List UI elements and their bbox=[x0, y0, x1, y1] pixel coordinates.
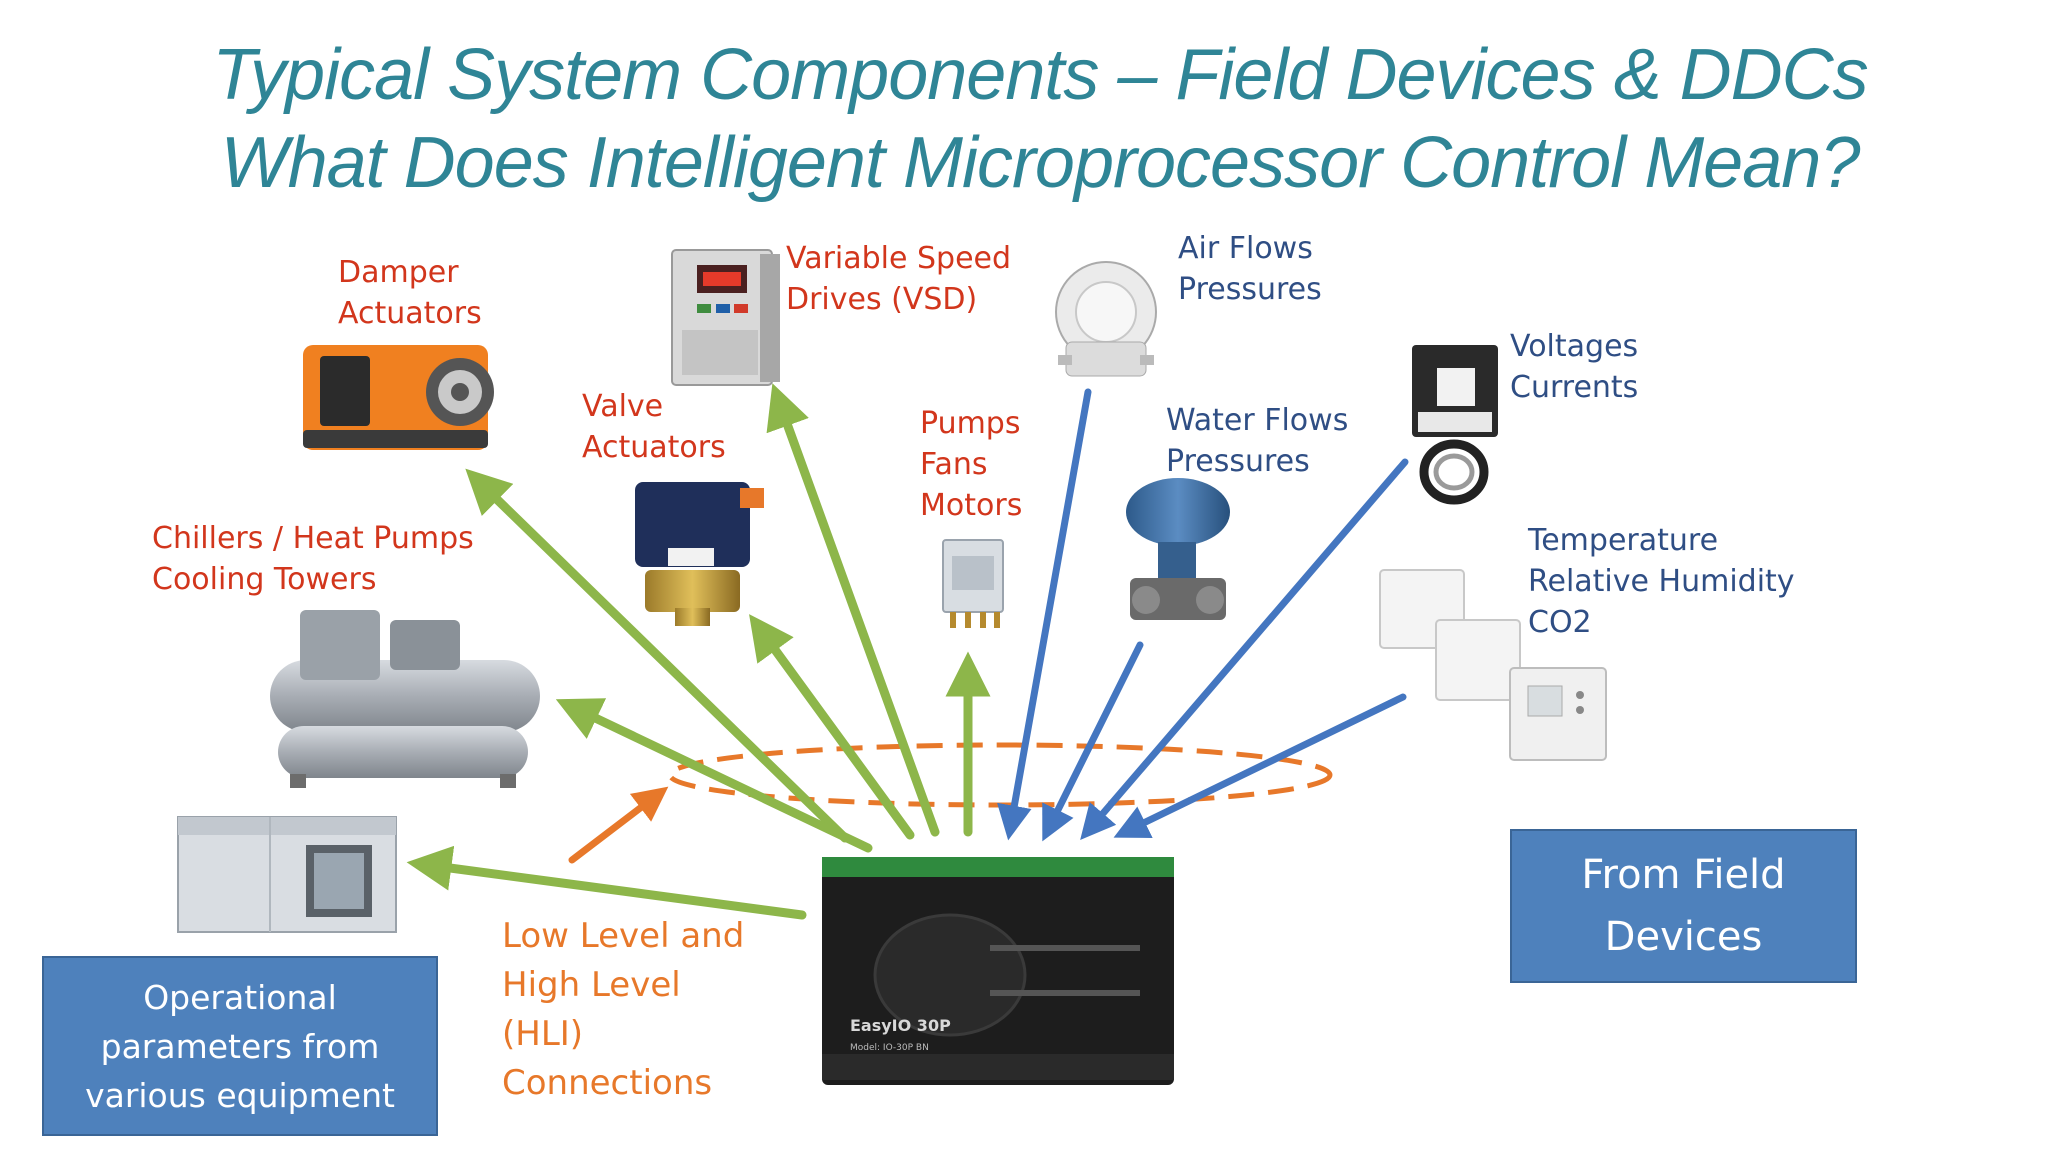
controller-model: Model: IO-30P BN bbox=[850, 1043, 929, 1053]
ddc-controller-image: EasyIO 30P Model: IO-30P BN bbox=[822, 857, 1174, 1085]
title-line-2: What Does Intelligent Microprocessor Con… bbox=[220, 123, 1861, 203]
arrow-to-vsd bbox=[766, 383, 940, 837]
arrow-to-damper bbox=[465, 468, 850, 843]
arrow-to-ahu bbox=[406, 845, 807, 920]
input-arrows bbox=[997, 388, 1409, 842]
hli-arrow bbox=[568, 786, 669, 864]
pressure-transmitter-image bbox=[1126, 478, 1230, 620]
vsd-image bbox=[671, 249, 780, 386]
air-handling-unit-image bbox=[177, 816, 397, 933]
arrow-to-chillers bbox=[555, 698, 873, 853]
damper-actuator-image bbox=[303, 345, 494, 450]
arrow-to-valve bbox=[749, 614, 915, 840]
room-sensors-image bbox=[1379, 569, 1607, 761]
arrow-from-air bbox=[997, 388, 1092, 841]
arrow-from-water bbox=[1042, 641, 1144, 842]
title-line-1: Typical System Components – Field Device… bbox=[212, 35, 1868, 115]
chiller-image bbox=[270, 610, 540, 788]
arrow-from-temperature bbox=[1113, 693, 1407, 839]
relay-image bbox=[942, 539, 1004, 628]
valve-actuator-image bbox=[635, 482, 764, 626]
air-pressure-sensor-image bbox=[1055, 261, 1157, 377]
arrow-from-voltages bbox=[1080, 458, 1409, 840]
current-transformer-image bbox=[1412, 345, 1498, 505]
controller-brand: EasyIO 30P bbox=[850, 1016, 951, 1035]
output-arrows bbox=[406, 383, 991, 920]
